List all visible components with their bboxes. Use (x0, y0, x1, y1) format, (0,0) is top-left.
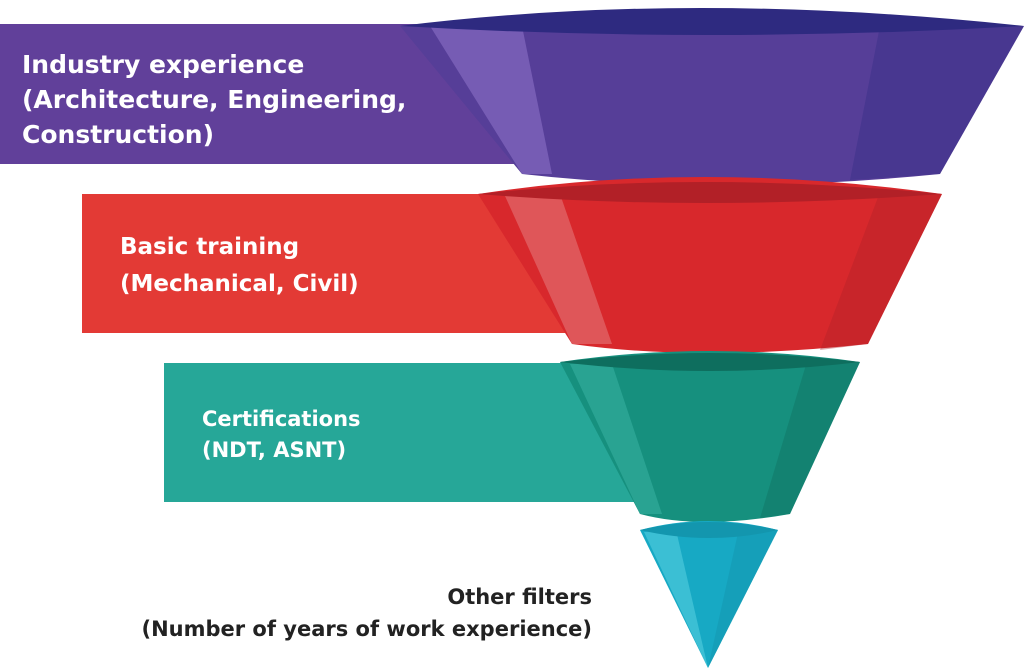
funnel-segment-4-rim (640, 522, 778, 538)
stage-label-basic-training: Basic training (Mechanical, Civil) (120, 229, 359, 303)
funnel-segment-3-shade (760, 358, 860, 518)
stage-2-title: Basic training (120, 234, 300, 260)
funnel-segment-1-highlight (430, 26, 552, 174)
stage-1-detail-line-1: (Architecture, Engineering, (22, 85, 407, 114)
funnel-segment-2-shade (820, 192, 942, 350)
stage-4-title: Other filters (447, 585, 592, 609)
stage-1-title: Industry experience (22, 50, 305, 79)
stage-2-detail: (Mechanical, Civil) (120, 271, 359, 297)
funnel-segment-2-highlight (505, 194, 612, 344)
stage-label-other-filters: Other filters (Number of years of work e… (141, 581, 592, 645)
funnel-segment-2-rim (478, 182, 942, 203)
stage-3-detail: (NDT, ASNT) (202, 438, 347, 462)
band-certifications (164, 363, 644, 502)
stage-3-title: Certifications (202, 407, 361, 431)
stage-label-industry-experience: Industry experience (Architecture, Engin… (22, 47, 406, 152)
funnel-segment-4-shade (708, 524, 778, 668)
funnel-segment-3-rim (560, 353, 860, 371)
stage-1-detail-line-2: Construction) (22, 120, 215, 149)
stage-label-certifications: Certifications (NDT, ASNT) (202, 404, 361, 466)
stage-4-detail: (Number of years of work experience) (141, 617, 592, 641)
funnel-segment-4-highlight (644, 530, 708, 668)
funnel-segment-3-highlight (570, 364, 662, 514)
funnel-segment-1 (400, 26, 1024, 185)
funnel-segment-1-rim (400, 8, 1024, 35)
funnel-segment-1-shade (850, 26, 1024, 180)
